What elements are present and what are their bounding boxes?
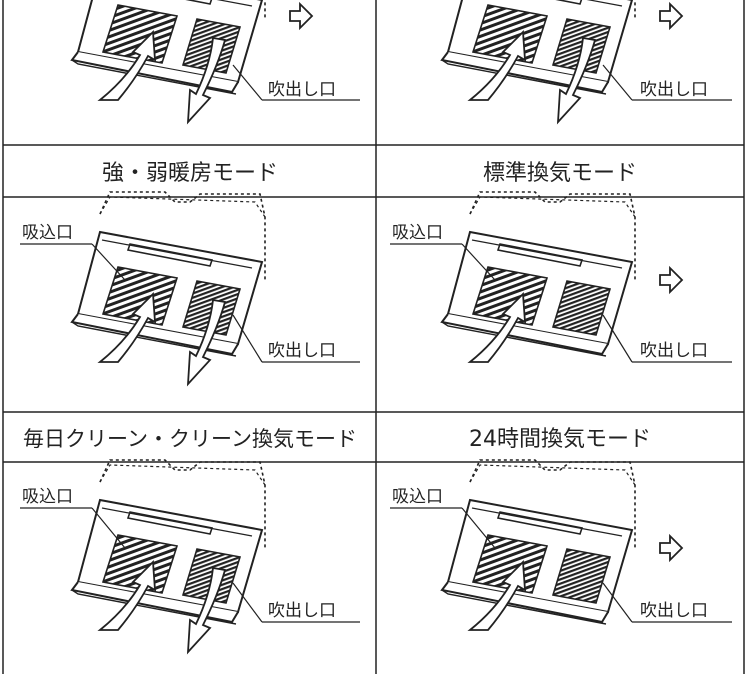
panel-top-right-unit xyxy=(441,0,636,123)
outlet-label: 吹出し口 xyxy=(640,601,708,621)
intake-label: 吸込口 xyxy=(392,487,443,507)
exhaust-arrow-icon xyxy=(659,267,683,293)
panel-top-left-unit xyxy=(71,0,266,123)
intake-label: 吸込口 xyxy=(22,487,73,507)
outlet-label: 吹出し口 xyxy=(268,341,336,361)
outlet-label: 吹出し口 xyxy=(640,80,708,100)
outlet-label: 吹出し口 xyxy=(640,341,708,361)
outlet-callout: 吹出し口 xyxy=(232,314,360,363)
outlet-callout: 吹出し口 xyxy=(232,64,360,101)
panel-standard-ventilation-unit xyxy=(441,191,636,363)
exhaust-arrow-icon xyxy=(289,3,313,29)
intake-callout: 吸込口 xyxy=(390,487,496,549)
mode-title-standard-ventilation: 標準換気モード xyxy=(483,161,637,186)
mode-title-daily-clean: 毎日クリーン・クリーン換気モード xyxy=(23,427,357,451)
intake-callout: 吸込口 xyxy=(20,487,126,549)
panel-daily-clean-unit xyxy=(71,459,266,653)
mode-title-24h-ventilation: 24時間換気モード xyxy=(469,427,651,452)
intake-label: 吸込口 xyxy=(22,223,73,243)
outlet-label: 吹出し口 xyxy=(268,80,336,100)
outlet-callout: 吹出し口 xyxy=(602,64,732,101)
intake-callout: 吸込口 xyxy=(390,223,496,281)
exhaust-arrow-icon xyxy=(659,535,683,561)
intake-callout: 吸込口 xyxy=(20,223,126,281)
outlet-callout: 吹出し口 xyxy=(602,582,732,623)
panel-heating-unit xyxy=(71,191,266,385)
outlet-callout: 吹出し口 xyxy=(232,582,360,623)
intake-label: 吸込口 xyxy=(392,223,443,243)
panel-24h-ventilation-unit xyxy=(441,459,636,631)
mode-title-heating: 強・弱暖房モード xyxy=(102,161,278,186)
outlet-callout: 吹出し口 xyxy=(602,314,732,363)
outlet-label: 吹出し口 xyxy=(268,601,336,621)
exhaust-arrow-icon xyxy=(659,3,683,29)
